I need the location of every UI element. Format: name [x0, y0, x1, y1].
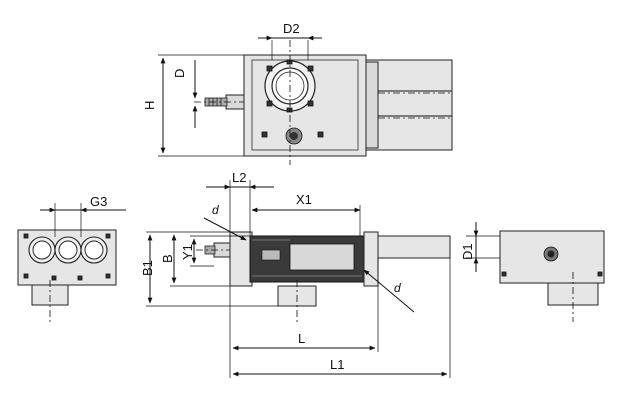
left-view — [17, 203, 126, 322]
label-d-left: d — [212, 203, 219, 217]
label-H: H — [142, 101, 157, 110]
label-d-right: d — [394, 281, 401, 295]
top-view-actuator — [365, 59, 453, 151]
label-L2: L2 — [232, 170, 246, 185]
label-G3: G3 — [90, 194, 107, 209]
top-view — [158, 35, 453, 165]
front-view — [146, 180, 451, 378]
label-X1: X1 — [296, 192, 312, 207]
label-L1: L1 — [330, 357, 344, 372]
label-B1: B1 — [140, 260, 155, 276]
label-Y1: Y1 — [180, 244, 195, 260]
right-view — [466, 222, 605, 322]
label-L: L — [298, 331, 305, 346]
label-D: D — [172, 69, 187, 78]
front-view-flange — [229, 231, 253, 287]
label-D2: D2 — [283, 21, 300, 36]
label-B: B — [160, 254, 175, 263]
label-D1: D1 — [460, 243, 475, 260]
